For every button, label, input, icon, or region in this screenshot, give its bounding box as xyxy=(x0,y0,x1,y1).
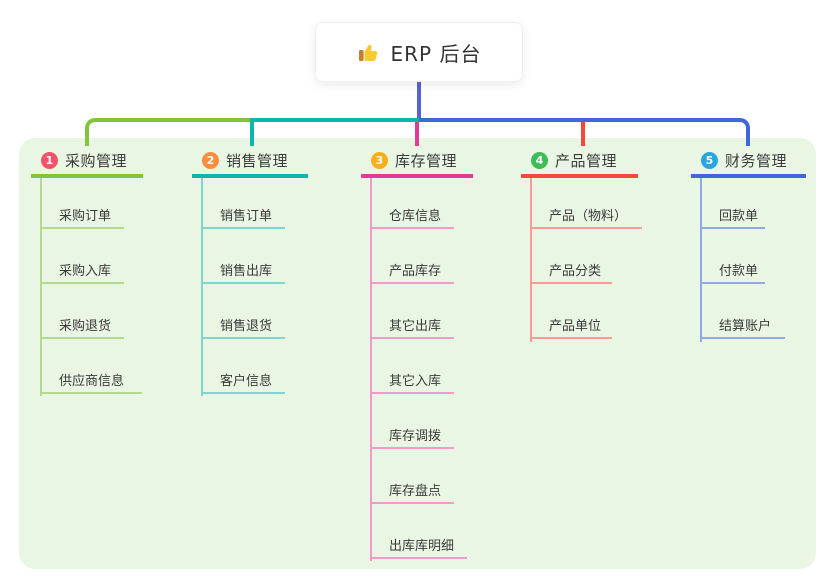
leaf-node-purchase-inbound[interactable]: 采购入库 xyxy=(40,256,124,284)
branch-number-badge: 3 xyxy=(371,151,388,169)
branch-subtree-line xyxy=(40,178,42,396)
branch-subtree-line xyxy=(700,178,702,342)
root-node-title: ERP 后台 xyxy=(390,41,482,66)
leaf-node-customer-info[interactable]: 客户信息 xyxy=(201,366,285,394)
leaf-node-purchase-order[interactable]: 采购订单 xyxy=(40,201,124,229)
connector-root-edge xyxy=(417,82,421,118)
branch-subtree-line xyxy=(530,178,532,342)
leaf-node-purchase-return[interactable]: 采购退货 xyxy=(40,311,124,339)
thumbs-up-icon xyxy=(357,40,381,64)
branch-node-product[interactable]: 4 产品管理 xyxy=(521,146,638,178)
leaf-node-product-stock[interactable]: 产品库存 xyxy=(370,256,454,284)
leaf-node-stock-transfer[interactable]: 库存调拨 xyxy=(370,421,454,449)
root-node[interactable]: ERP 后台 xyxy=(315,22,523,82)
branch-node-sales[interactable]: 2 销售管理 xyxy=(192,146,308,178)
leaf-node-warehouse-info[interactable]: 仓库信息 xyxy=(370,201,454,229)
connector-branch-finance xyxy=(419,118,750,146)
connector-branch-inventory-drop xyxy=(415,122,419,146)
leaf-node-sales-outbound[interactable]: 销售出库 xyxy=(201,256,285,284)
branch-subtree-line xyxy=(201,178,203,396)
branch-product: 4 产品管理 产品（物料） 产品分类 产品单位 xyxy=(521,146,642,342)
leaf-node-other-outbound[interactable]: 其它出库 xyxy=(370,311,454,339)
branch-label: 销售管理 xyxy=(226,151,289,170)
leaf-node-product-category[interactable]: 产品分类 xyxy=(530,256,612,284)
branch-inventory: 3 库存管理 仓库信息 产品库存 其它出库 其它入库 库存调拨 库存盘点 出库库… xyxy=(361,146,473,561)
branch-sales: 2 销售管理 销售订单 销售出库 销售退货 客户信息 xyxy=(192,146,308,396)
branch-finance: 5 财务管理 回款单 付款单 结算账户 xyxy=(691,146,806,342)
branch-label: 财务管理 xyxy=(725,151,788,170)
branch-subtree-line xyxy=(370,178,372,561)
canvas-panel xyxy=(19,138,816,569)
leaf-node-product-material[interactable]: 产品（物料） xyxy=(530,201,642,229)
connector-branch-sales-drop xyxy=(250,121,254,146)
leaf-node-outbound-detail[interactable]: 出库库明细 xyxy=(370,531,467,559)
branch-number-badge: 1 xyxy=(41,151,58,169)
leaf-node-sales-order[interactable]: 销售订单 xyxy=(201,201,285,229)
leaf-node-receipt-bill[interactable]: 回款单 xyxy=(700,201,765,229)
branch-label: 产品管理 xyxy=(555,151,618,170)
branch-number-badge: 5 xyxy=(701,151,718,169)
leaf-node-stock-count[interactable]: 库存盘点 xyxy=(370,476,454,504)
branch-node-finance[interactable]: 5 财务管理 xyxy=(691,146,806,178)
branch-label: 库存管理 xyxy=(395,151,458,170)
connector-branch-sales xyxy=(250,118,419,122)
leaf-node-sales-return[interactable]: 销售退货 xyxy=(201,311,285,339)
branch-purchase: 1 采购管理 采购订单 采购入库 采购退货 供应商信息 xyxy=(31,146,143,396)
branch-label: 采购管理 xyxy=(65,151,128,170)
leaf-node-supplier-info[interactable]: 供应商信息 xyxy=(40,366,142,394)
leaf-node-payment-bill[interactable]: 付款单 xyxy=(700,256,765,284)
branch-node-purchase[interactable]: 1 采购管理 xyxy=(31,146,143,178)
branch-number-badge: 4 xyxy=(531,151,548,169)
branch-number-badge: 2 xyxy=(202,151,219,169)
leaf-node-settlement-account[interactable]: 结算账户 xyxy=(700,311,785,339)
connector-branch-product-drop xyxy=(581,122,585,146)
connector-branch-purchase xyxy=(85,118,252,146)
branch-node-inventory[interactable]: 3 库存管理 xyxy=(361,146,473,178)
leaf-node-product-unit[interactable]: 产品单位 xyxy=(530,311,612,339)
leaf-node-other-inbound[interactable]: 其它入库 xyxy=(370,366,454,394)
